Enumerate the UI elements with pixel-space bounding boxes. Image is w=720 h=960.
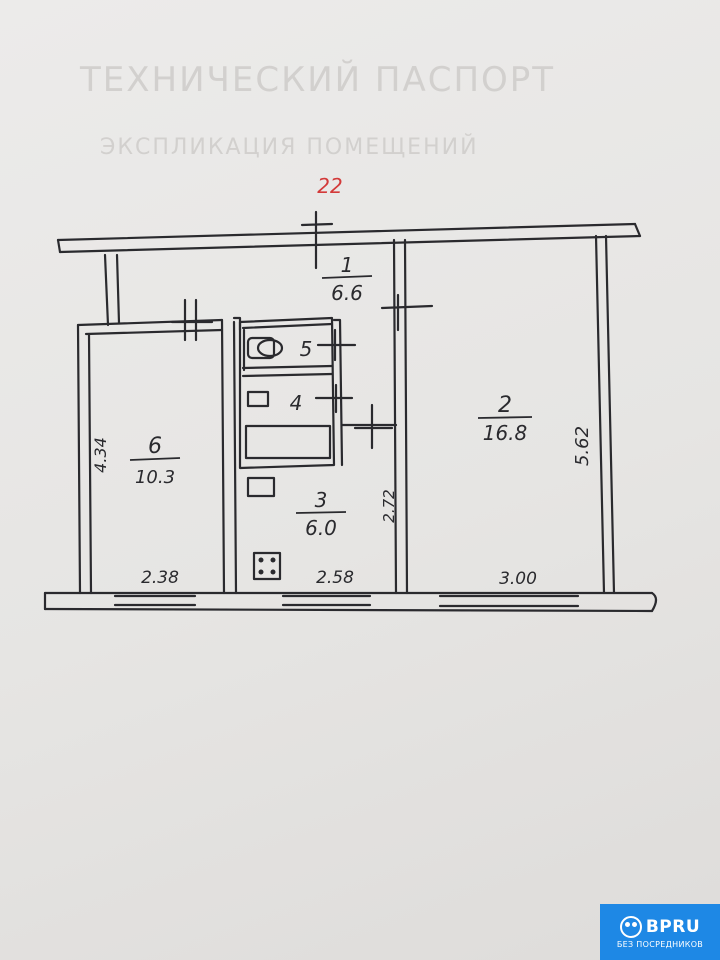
room5-number: 5 bbox=[300, 337, 313, 361]
window-room3 bbox=[281, 594, 372, 607]
room2-number: 2 bbox=[498, 393, 512, 418]
room3-area: 6.0 bbox=[305, 516, 337, 540]
logo-subtitle: БЕЗ ПОСРЕДНИКОВ bbox=[616, 939, 704, 949]
bottom-wall-outer bbox=[43, 607, 654, 613]
room2-area: 16.8 bbox=[483, 421, 528, 445]
stove-burners bbox=[258, 557, 276, 575]
top-wall bbox=[56, 222, 637, 242]
logo-text: BPRU bbox=[645, 916, 701, 937]
toilet-fixture bbox=[246, 336, 276, 360]
dim-room6-height: 4.34 bbox=[91, 437, 110, 473]
door-room6 bbox=[170, 298, 214, 342]
faded-header-subtitle: ЭКСПЛИКАЦИЯ ПОМЕЩЕНИЙ bbox=[100, 135, 479, 160]
door-room5 bbox=[316, 328, 357, 362]
dim-room3-width: 2.58 bbox=[316, 568, 354, 588]
room4-number: 4 bbox=[290, 391, 303, 415]
stove-fixture bbox=[252, 551, 282, 581]
room6-left-wall bbox=[76, 323, 93, 595]
window-room2 bbox=[438, 594, 580, 608]
entry-door bbox=[300, 210, 334, 270]
window-room6 bbox=[113, 594, 197, 607]
dim-room2-height: 5.62 bbox=[572, 426, 593, 466]
wall-room2-left bbox=[392, 238, 409, 595]
top-wall-inner bbox=[58, 234, 642, 254]
dim-room2-width: 3.00 bbox=[499, 569, 537, 589]
room3-number: 3 bbox=[315, 488, 328, 512]
faded-header-title: ТЕХНИЧЕСКИЙ ПАСПОРТ bbox=[80, 60, 556, 100]
dim-room6-width: 2.38 bbox=[141, 568, 179, 588]
sink-fixture bbox=[246, 390, 270, 408]
room6-right-wall bbox=[220, 318, 238, 595]
wall-room2-right bbox=[594, 234, 616, 595]
door-room2 bbox=[380, 293, 434, 332]
room6-number: 6 bbox=[148, 434, 162, 459]
wall-stub-top-left bbox=[103, 253, 121, 327]
kitchen-sink bbox=[246, 476, 276, 498]
building-number: 22 bbox=[317, 174, 342, 198]
people-icon bbox=[619, 915, 642, 938]
bathtub-fixture bbox=[244, 424, 332, 460]
door-room3 bbox=[353, 403, 394, 450]
bpru-logo[interactable]: BPRU БЕЗ ПОСРЕДНИКОВ bbox=[600, 904, 720, 960]
room1-number: 1 bbox=[341, 253, 354, 277]
bathroom-block bbox=[238, 316, 336, 470]
dim-room3-height: 2.72 bbox=[380, 489, 398, 522]
room1-area: 6.6 bbox=[331, 281, 363, 305]
wall-4-5 bbox=[241, 364, 334, 378]
room6-area: 10.3 bbox=[135, 467, 175, 488]
room6-top-wall bbox=[76, 318, 224, 336]
